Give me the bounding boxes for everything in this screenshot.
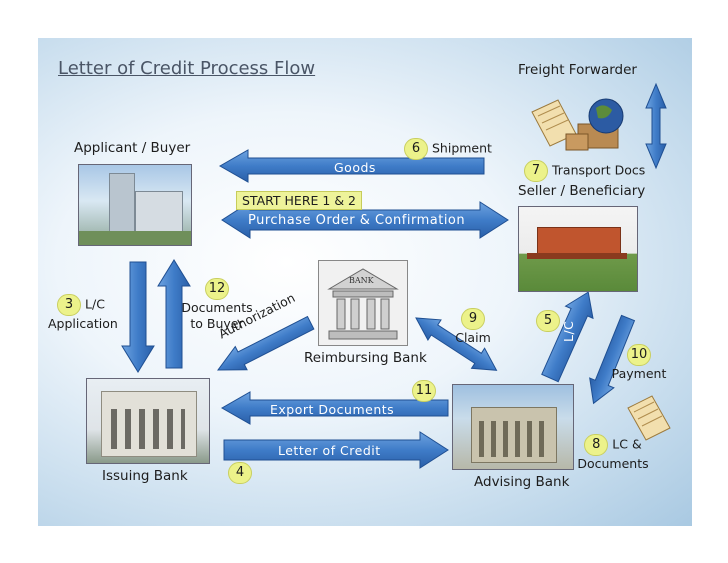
applicant-label: Applicant / Buyer: [74, 140, 191, 156]
authorization-arrow: [217, 315, 315, 371]
step-7: 7 Transport Docs: [524, 160, 645, 182]
applicant-building-photo: [78, 164, 192, 246]
lc-advice-arrow: [541, 291, 594, 383]
step-8: 8 LC &Documents: [574, 434, 652, 472]
seller-label: Seller / Beneficiary: [518, 183, 646, 199]
export-documents-arrow: [220, 391, 449, 425]
slide-canvas: Letter of Credit Process Flow Freight Fo…: [38, 38, 692, 526]
purchase-order-arrow: [221, 201, 509, 239]
lc-application-arrow: [121, 261, 155, 373]
issuing-bank-photo: [86, 378, 210, 464]
goods-label: Goods: [334, 160, 376, 175]
document-icon: [627, 395, 671, 441]
issuing-bank-label: Issuing Bank: [102, 468, 188, 484]
claim-arrow: [415, 317, 498, 371]
start-here-badge: START HERE 1 & 2: [236, 191, 362, 210]
step-11: 11: [412, 380, 436, 402]
documents-to-buyer-arrow: [157, 259, 191, 369]
export-documents-label: Export Documents: [270, 402, 395, 417]
advising-bank-photo: [452, 384, 574, 470]
arrows-layer: [121, 82, 667, 469]
step-4: 4: [228, 462, 252, 484]
lc-documents-illustration: [627, 395, 671, 441]
freight-forwarder-arrow: [645, 82, 667, 170]
freight-illustration: [531, 98, 624, 151]
reimbursing-bank-photo: BANK: [318, 260, 408, 346]
reimbursing-bank-label: Reimbursing Bank: [304, 350, 427, 366]
page-title: Letter of Credit Process Flow: [58, 58, 316, 79]
letter-of-credit-label: Letter of Credit: [278, 443, 381, 458]
bank-icon: [327, 268, 399, 340]
seller-building-photo: [518, 206, 638, 292]
payment-arrow: [589, 314, 636, 405]
freight-forwarder-label: Freight Forwarder: [518, 62, 637, 78]
step-5: 5: [536, 310, 560, 332]
bank-sign: BANK: [349, 276, 374, 285]
step-6: 6 Shipment: [404, 138, 492, 160]
advising-bank-label: Advising Bank: [474, 474, 570, 490]
purchase-order-label: Purchase Order & Confirmation: [248, 213, 466, 228]
globe-icon: [565, 98, 624, 151]
letter-of-credit-arrow: [223, 431, 449, 469]
